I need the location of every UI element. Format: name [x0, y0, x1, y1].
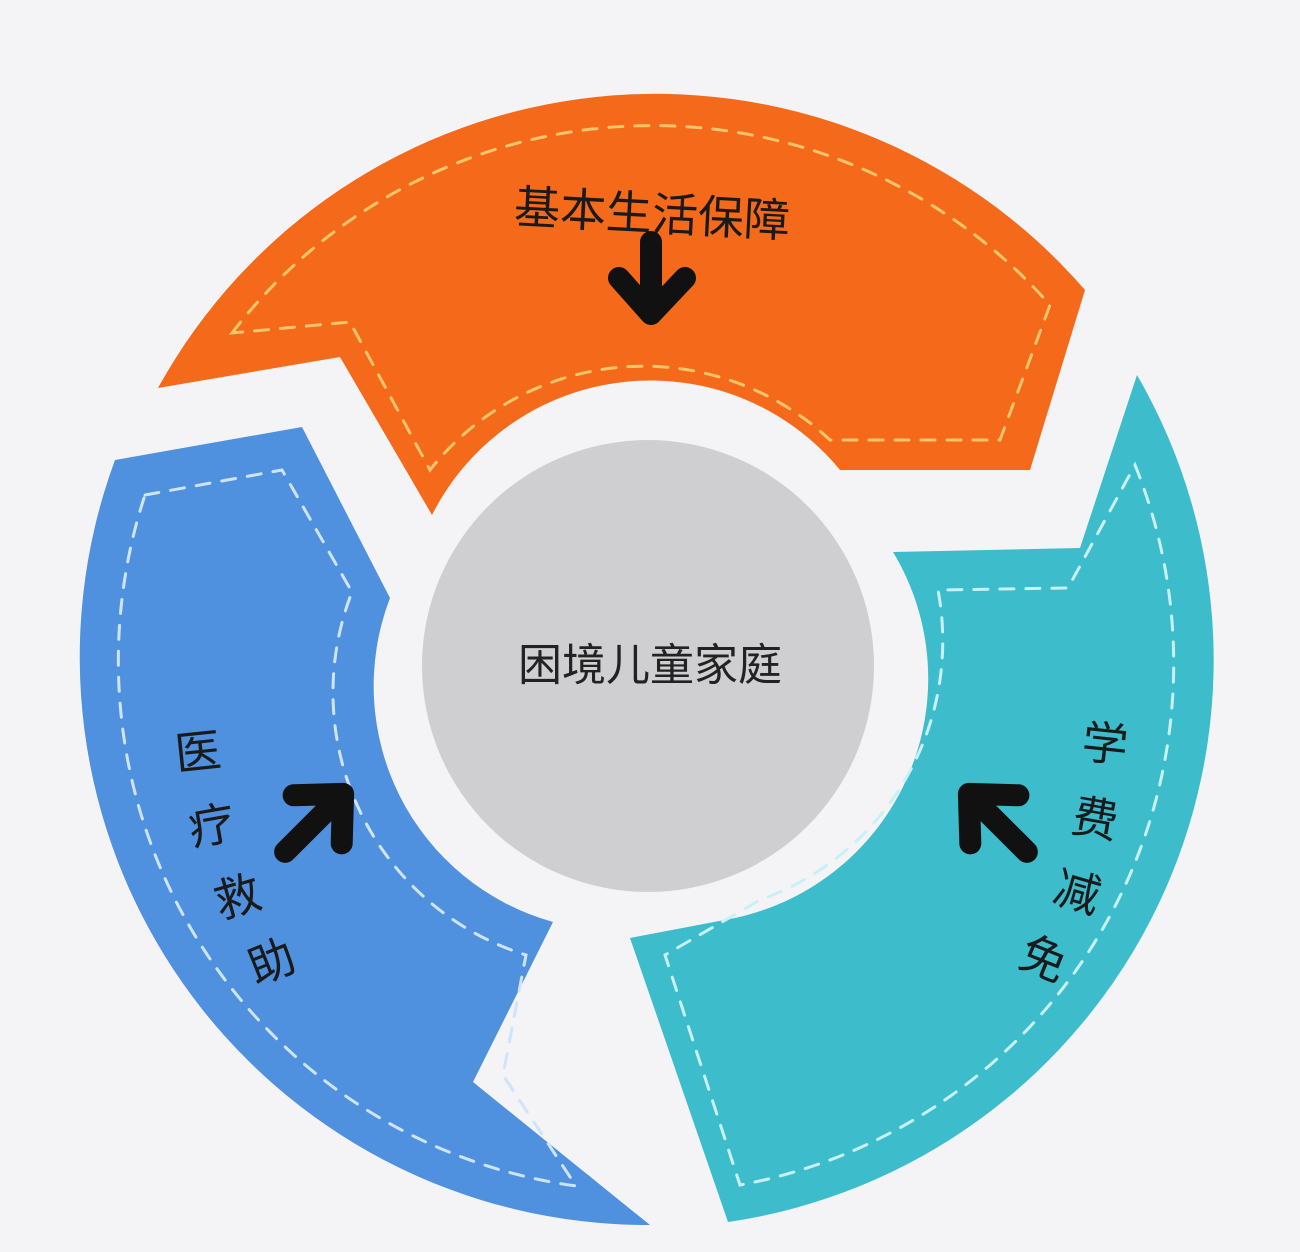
- svg-text:学: 学: [1079, 715, 1130, 774]
- svg-text:疗: 疗: [184, 795, 239, 856]
- svg-text:费: 费: [1068, 788, 1123, 849]
- segment-tuition-stitch: [663, 461, 1176, 1187]
- center-label: 困境儿童家庭: [518, 640, 782, 691]
- segment-basic-living-stitch: [228, 124, 1052, 473]
- arrow-down-icon: [608, 231, 696, 325]
- center-node: 困境儿童家庭: [422, 440, 874, 892]
- arrow-up-left-icon: [957, 782, 1038, 863]
- segment-medical-shape: [79, 427, 650, 1226]
- segment-tuition-shape: [630, 375, 1214, 1222]
- segment-medical-stitch: [116, 468, 580, 1188]
- svg-text:医: 医: [172, 723, 223, 782]
- arrow-up-right-icon: [274, 782, 355, 863]
- segment-basic-living-shape: [158, 93, 1085, 516]
- center-circle: [422, 440, 874, 892]
- segment-tuition: 学 费 减 免: [630, 375, 1214, 1222]
- segment-basic-living: 基本生活保障: [158, 93, 1085, 516]
- segment-medical: 医 疗 救 助: [79, 427, 650, 1226]
